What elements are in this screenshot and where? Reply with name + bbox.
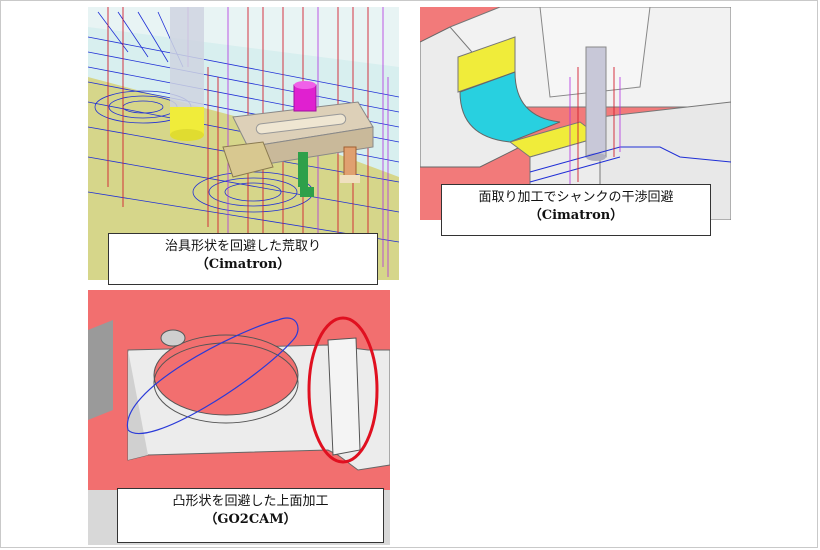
caption-fixture-roughing-line2: （Cimatron） [195,257,291,272]
caption-top-face-line1: 凸形状を回避した上面加工 [172,494,329,509]
caption-chamfer-shank: 面取り加工でシャンクの干渉回避 （Cimatron） [441,184,711,236]
caption-fixture-roughing-line1: 治具形状を回避した荒取り [164,239,321,254]
caption-top-face-line2: （GO2CAM） [204,512,297,527]
caption-fixture-roughing: 治具形状を回避した荒取り （Cimatron） [108,233,378,285]
caption-chamfer-shank-line2: （Cimatron） [528,208,624,223]
caption-top-face: 凸形状を回避した上面加工 （GO2CAM） [117,488,384,543]
caption-chamfer-shank-line1: 面取り加工でシャンクの干渉回避 [478,190,674,205]
